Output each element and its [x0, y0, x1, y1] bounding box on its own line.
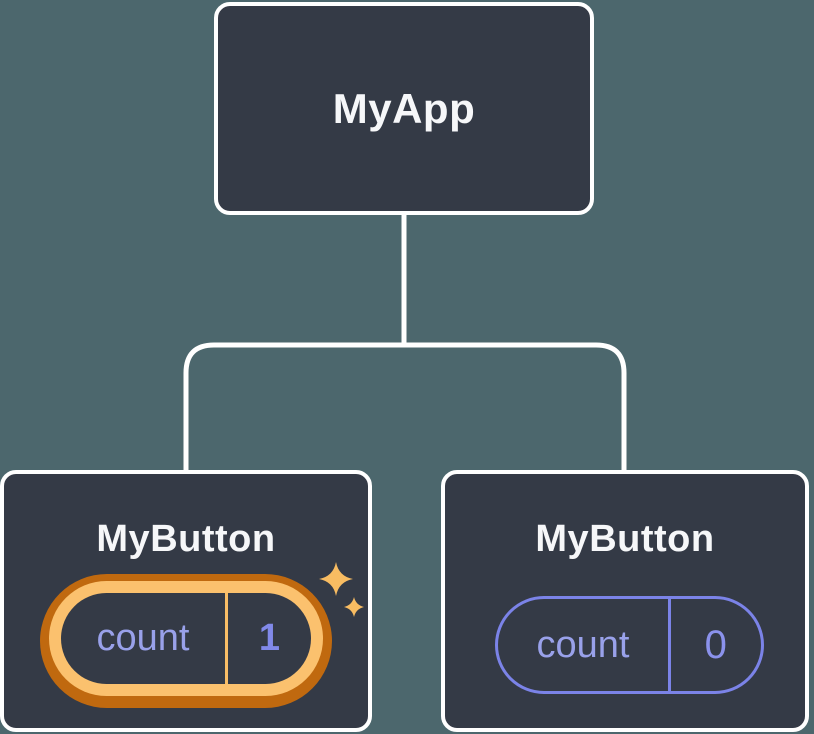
node-mybutton-2: MyButton count 0	[441, 470, 809, 732]
node-mybutton-1: MyButton count 1	[0, 470, 372, 732]
state-pill-plain: count 0	[495, 596, 764, 694]
sparkles-icon	[319, 562, 364, 617]
state-name: count	[536, 623, 630, 666]
state-pill-body: count 1	[61, 593, 311, 684]
sparkle-large	[319, 562, 353, 596]
state-name: count	[96, 617, 190, 659]
node-myapp-label: MyApp	[332, 84, 476, 132]
state-pill-divider	[668, 599, 671, 691]
state-value: 0	[704, 622, 727, 667]
connector-branch	[183, 342, 627, 471]
state-pill-highlighted: count 1	[40, 574, 332, 708]
state-value: 1	[258, 617, 281, 659]
node-mybutton-2-label: MyButton	[535, 518, 715, 560]
state-pill-highlight-ring: count 1	[49, 581, 323, 696]
node-myapp: MyApp	[214, 2, 594, 215]
node-mybutton-1-label: MyButton	[96, 518, 276, 560]
sparkle-small	[344, 597, 364, 617]
state-pill-divider	[225, 593, 228, 684]
